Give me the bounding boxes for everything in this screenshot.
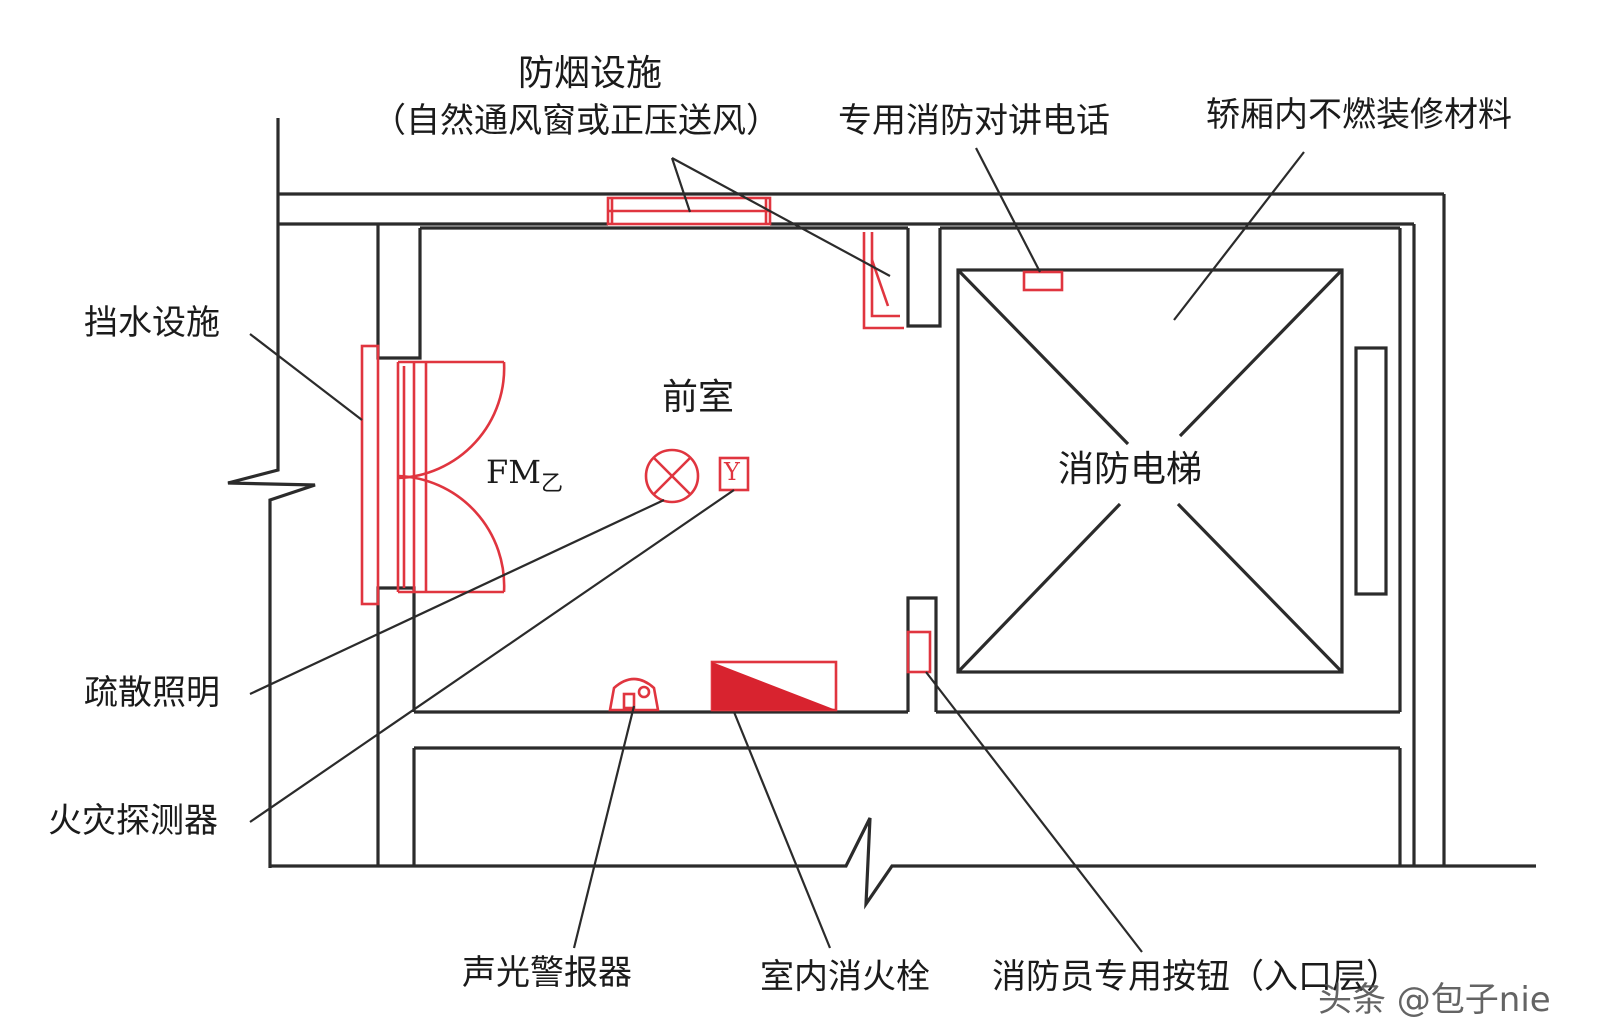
door-code-main: FM (486, 453, 541, 491)
leader-car-material (1173, 151, 1305, 321)
leader-hydrant (732, 711, 832, 949)
firefighter-button-box (906, 630, 932, 674)
label-evac-lighting: 疏散照明 (84, 673, 220, 713)
leader-lines (249, 147, 1305, 953)
car-diagonal-2b (956, 502, 1122, 674)
partition-wall-lower (906, 596, 938, 712)
leader-smoke-window (670, 157, 692, 213)
label-hydrant: 室内消火栓 (760, 957, 930, 997)
label-smoke-facility-sub: （自然通风窗或正压送风） (372, 101, 780, 141)
label-alarm-box: Y (724, 458, 740, 486)
pressurized-air-outlet (862, 232, 904, 330)
evacuation-lighting-symbol (644, 448, 700, 504)
car-diagonal-1a (956, 268, 1130, 446)
leader-fire-detector (249, 489, 735, 823)
watermark: 头条 @包子nie (1318, 980, 1551, 1020)
label-sound-light-alarm: 声光警报器 (462, 953, 632, 993)
bottom-boundary-line (270, 817, 1536, 910)
fire-door-double-leaf (396, 360, 506, 594)
label-fire-detector: 火灾探测器 (48, 801, 218, 841)
anteroom-left-wall-lower (376, 586, 416, 866)
walls (227, 118, 1536, 910)
leader-firefighter-button (925, 671, 1143, 953)
counterweight (1354, 346, 1388, 596)
intercom-box (1022, 270, 1064, 292)
leader-sound-alarm (572, 705, 636, 949)
label-door-code: FM乙 (486, 456, 563, 495)
label-intercom: 专用消防对讲电话 (838, 101, 1110, 141)
left-boundary-line (227, 118, 316, 868)
partition-wall-upper (906, 228, 942, 328)
anteroom-left-wall-upper (376, 224, 422, 360)
hydrant-fill (712, 662, 836, 710)
label-firefighter-button: 消防员专用按钮（入口层） (992, 957, 1400, 997)
label-anteroom: 前室 (662, 377, 735, 418)
label-car-material: 轿厢内不燃装修材料 (1206, 95, 1512, 135)
label-water-barrier: 挡水设施 (84, 303, 220, 343)
car-diagonal-1b (1176, 502, 1344, 674)
leader-evac-lighting (249, 499, 665, 695)
door-code-sub: 乙 (540, 471, 563, 497)
leader-intercom (975, 147, 1041, 273)
leader-water-barrier (249, 333, 363, 421)
car-diagonal-2a (1178, 268, 1344, 438)
elevator-car (956, 268, 1344, 674)
fire-facilities (360, 196, 1064, 712)
leader-smoke-outlet (671, 157, 891, 277)
water-barrier (360, 344, 380, 606)
label-fire-elevator: 消防电梯 (1058, 449, 1203, 490)
sound-light-alarm-symbol (608, 677, 660, 712)
label-smoke-facility-title: 防烟设施 (518, 53, 663, 94)
